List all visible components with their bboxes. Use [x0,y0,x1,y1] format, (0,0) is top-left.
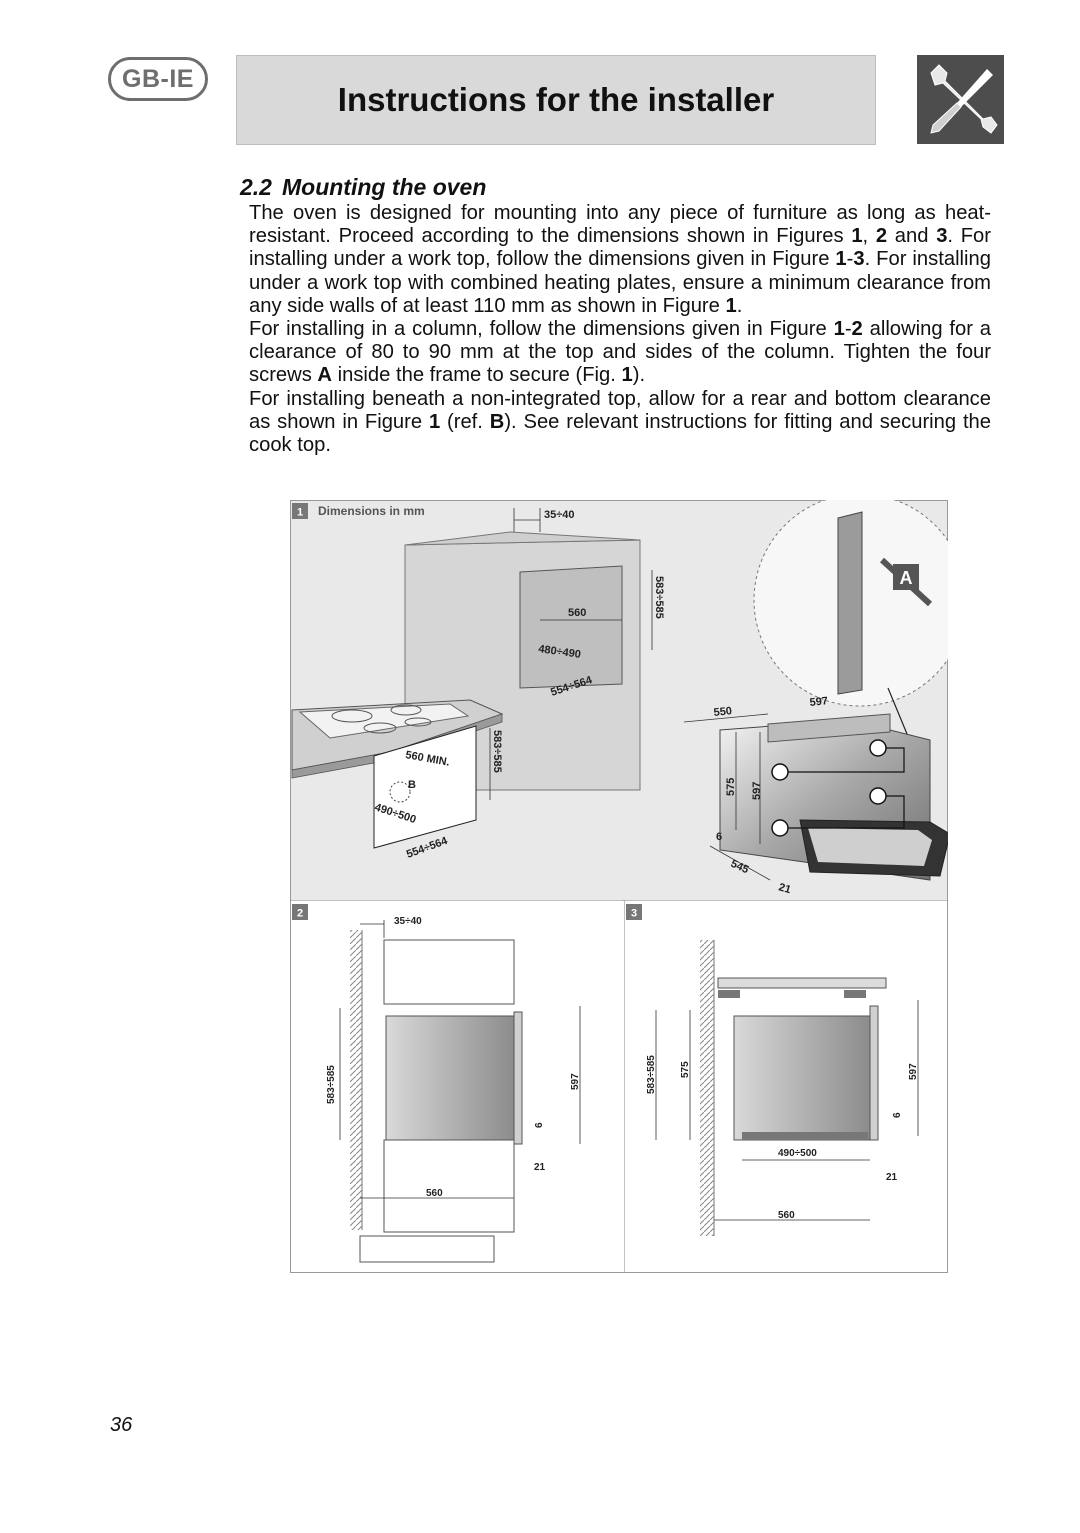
bold-ref: A [317,364,333,387]
page-number: 36 [110,1414,133,1436]
fig2-dim-niche-height: 583÷585 [326,1065,337,1104]
fig2-number: 2 [297,908,303,920]
fig2-dim-depth: 560 [426,1188,443,1199]
fig3-number-box [626,904,642,920]
body-text: The oven is designed for mounting into a… [249,202,991,457]
bold-ref: 1 [621,364,633,387]
fig1-oven-depth: 550 [713,705,733,719]
text-run: For installing in a column, follow the d… [249,318,834,341]
bold-ref: 1 [851,225,863,248]
fig1-oven-front-height: 597 [751,782,763,800]
bold-ref: 1 [833,318,845,341]
section-number: 2.2 [240,174,272,200]
fig1-caption: Dimensions in mm [318,504,425,518]
text-run: ). [632,364,646,387]
fig1-dim-niche-width: 560 [568,607,586,619]
text-run: (ref. [440,410,490,433]
bold-ref: 2 [875,225,888,248]
bold-ref: 3 [853,248,865,271]
fig1-oven-offset: 6 [716,831,722,843]
text-run: - [844,318,852,341]
text-run: , [862,225,876,248]
text-run: . For installing under a work top, follo… [249,225,992,271]
text-run: . [736,294,743,317]
text-run: The oven is designed for mounting into a… [249,202,991,248]
text-run: For installing beneath a non-integrated … [249,387,991,433]
bold-ref: 1 [725,294,737,317]
text-run: inside the frame to secure (Fig. [332,364,622,387]
text-run: allowing for a clearance of 80 to 90 mm … [249,318,991,387]
installation-figure: 1 Dimensions in mm 35÷40 560 480÷490 554… [289,493,967,1274]
fig1-number-box [292,503,308,519]
tools-icon [917,55,1004,144]
bold-ref: 3 [936,225,948,248]
fig2-dim-front: 21 [534,1162,546,1173]
text-run: ). See relevant instructions for fitting… [249,410,992,457]
bold-ref: 1 [428,410,441,433]
fig2-number-box [292,904,308,920]
text-run: . For installing under a work top with c… [249,248,991,317]
fig2-dim-offset: 6 [534,1122,545,1128]
header-banner: Instructions for the installer [236,55,876,145]
screw-a-label: A [900,568,913,588]
fig1-oven-front-depth: 21 [777,881,792,896]
fig1-number: 1 [297,507,303,519]
section-heading: 2.2 Mounting the oven [240,174,486,201]
fig3-dim-niche-height: 583÷585 [646,1055,657,1094]
fig3-dim-front-height: 597 [908,1063,919,1080]
fig2-dim-front-height: 597 [570,1073,581,1090]
section-title: Mounting the oven [281,174,487,200]
paragraph-1: The oven is designed for mounting into a… [249,202,991,318]
fig1-dim-worktop-height: 583÷585 [491,730,503,773]
fig3-dim-offset: 6 [892,1112,903,1118]
fig3-dim-bottom: 490÷500 [778,1148,817,1159]
text-run: and [887,225,937,248]
fig1-dim-niche-height: 583÷585 [653,576,665,619]
text-run: - [846,248,854,271]
paragraph-2: For installing in a column, follow the d… [249,318,991,388]
fig3-dim-body-height: 575 [680,1061,691,1078]
bold-ref: 1 [835,248,847,271]
bold-ref: B [489,410,505,433]
paragraph-3: For installing beneath a non-integrated … [249,388,991,458]
fig3-dim-front: 21 [886,1172,898,1183]
fig1-ref-b: B [408,779,416,791]
fig3-dim-depth: 560 [778,1210,795,1221]
fig1-oven-width: 597 [809,695,829,709]
fig2-dim-top: 35÷40 [394,916,422,927]
fig1-dim-niche-depth: 480÷490 [538,643,582,661]
screw-a-label-box [893,564,919,590]
fig1-dim-top-gap: 35÷40 [544,509,575,521]
fig3-number: 3 [631,908,637,920]
page-title: Instructions for the installer [337,81,775,118]
bold-ref: 2 [851,318,863,341]
language-badge: GB-IE [108,57,208,101]
fig1-oven-body-height: 575 [725,778,737,796]
